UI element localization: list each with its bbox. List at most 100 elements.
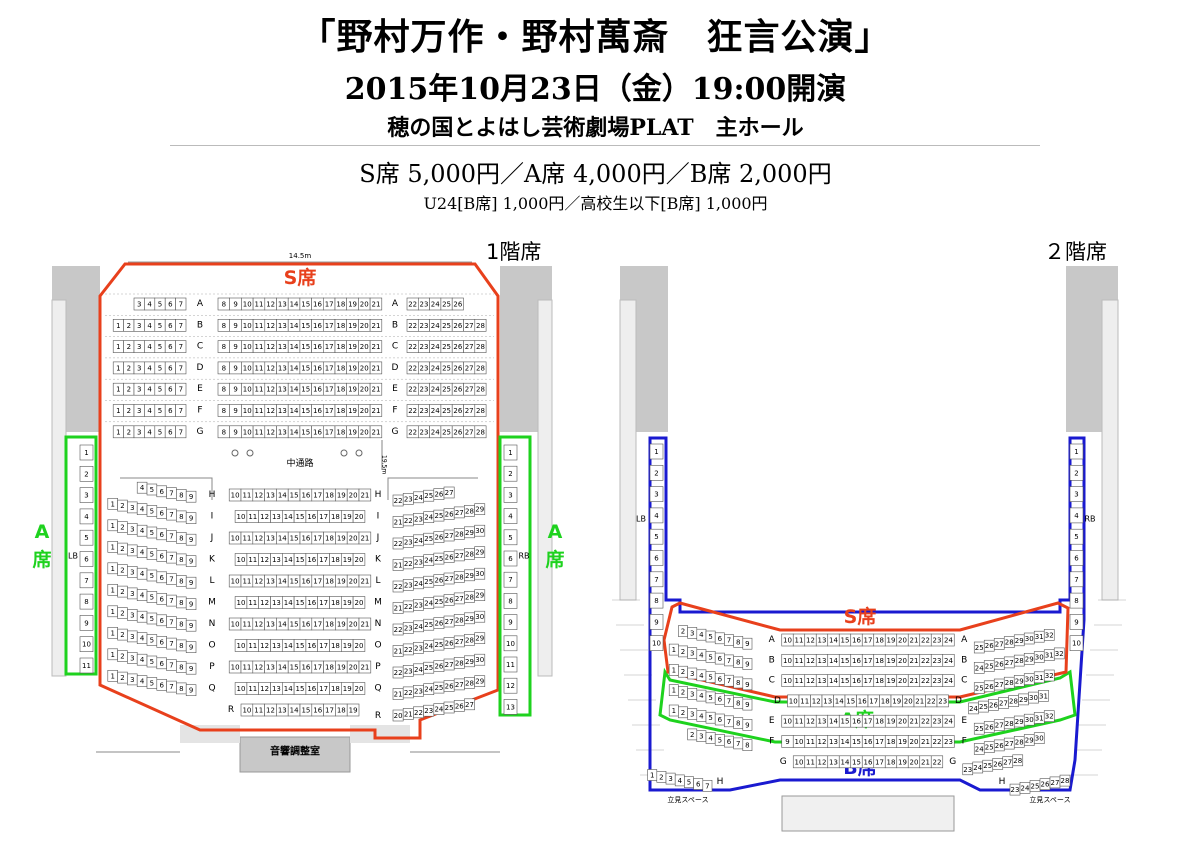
seat-number: 25 <box>442 364 451 372</box>
seat-number: 11 <box>795 657 804 665</box>
seat-number: 26 <box>453 322 462 330</box>
row-letter: N <box>209 619 216 629</box>
seat-number: 2 <box>654 469 658 477</box>
seat-number: 25 <box>434 641 443 649</box>
seat-number: 11 <box>248 599 257 607</box>
seat-number: 22 <box>408 301 417 309</box>
seat <box>474 503 486 516</box>
seat-number: 15 <box>296 513 305 521</box>
seat-number: 11 <box>248 642 257 650</box>
seat-number: 29 <box>1025 737 1034 745</box>
seat-number: 7 <box>736 740 740 748</box>
seat-number: 16 <box>301 664 310 672</box>
seat-number: 4 <box>654 512 659 520</box>
seat-number: 11 <box>254 343 263 351</box>
seat <box>742 678 753 691</box>
seat-number: 14 <box>290 322 299 330</box>
seat-number: 8 <box>84 598 88 606</box>
seat-number: 5 <box>508 534 512 542</box>
seat <box>369 425 383 439</box>
seat-number: 12 <box>806 718 815 726</box>
seat-number: 4 <box>699 631 704 639</box>
seat-number: 28 <box>1005 679 1014 687</box>
seat-number: 12 <box>266 707 275 715</box>
seat-number: 13 <box>818 677 827 685</box>
seat <box>79 444 94 461</box>
row-letter: F <box>769 737 774 747</box>
seat-number: 2 <box>690 731 694 739</box>
seat-number: 8 <box>179 642 183 650</box>
seat-number: 16 <box>864 738 873 746</box>
seat-number: 5 <box>158 301 162 309</box>
seat-number: 4 <box>84 513 89 521</box>
seat-number: 5 <box>150 680 154 688</box>
seat-number: 14 <box>841 758 850 766</box>
seat-number: 21 <box>910 637 919 645</box>
seat-number: 8 <box>222 386 226 394</box>
seat-number: 25 <box>975 644 984 652</box>
seat-number: 20 <box>349 578 358 586</box>
seat-number: 9 <box>745 640 749 648</box>
seat-number: 21 <box>915 697 924 705</box>
seat <box>358 660 372 674</box>
seat-number: 2 <box>120 610 124 618</box>
seat <box>1012 754 1024 767</box>
row-letter: R <box>228 705 234 715</box>
seat <box>742 658 753 670</box>
seat <box>79 572 94 589</box>
seat-number: 21 <box>394 562 403 570</box>
seat-number: 11 <box>248 685 257 693</box>
seat-number: 6 <box>168 343 173 351</box>
seat-number: 27 <box>455 638 464 646</box>
seat-number: 6 <box>168 386 173 394</box>
seat-number: 11 <box>254 407 263 415</box>
seat <box>474 546 486 559</box>
seat-number: 21 <box>360 664 369 672</box>
seat-number: 3 <box>699 733 703 741</box>
seat-number: 4 <box>140 484 145 492</box>
seat-number: 29 <box>465 658 474 666</box>
seat-number: 7 <box>727 698 731 706</box>
seat-number: 19 <box>337 621 346 629</box>
seat-number: 14 <box>290 301 299 309</box>
seat-number: 8 <box>222 407 226 415</box>
seat-number: 9 <box>189 622 193 630</box>
row-letter: B <box>961 655 967 665</box>
seat <box>79 657 94 674</box>
seat-number: 4 <box>147 301 152 309</box>
seat-number: 10 <box>242 707 251 715</box>
seat-number: 2 <box>1074 469 1078 477</box>
floor1-lb-label: LB <box>68 552 78 561</box>
seat-number: 19 <box>337 664 346 672</box>
row-letter: J <box>376 533 380 543</box>
seat-number: 4 <box>140 656 145 664</box>
seat-number: 3 <box>130 525 134 533</box>
seat-number: 19 <box>887 637 896 645</box>
seat-number: 16 <box>301 578 310 586</box>
seat-number: 10 <box>231 535 240 543</box>
seat-number: 15 <box>296 556 305 564</box>
seat-number: 30 <box>475 613 484 621</box>
seat-number: 10 <box>231 664 240 672</box>
seat-number: 25 <box>975 725 984 733</box>
seat-number: 26 <box>445 683 454 691</box>
seat-number: 10 <box>789 697 798 705</box>
seat-number: 22 <box>921 637 930 645</box>
seat-number: 13 <box>272 556 281 564</box>
seat-number: 9 <box>84 619 88 627</box>
seat-number: 19 <box>348 301 357 309</box>
floor1-s-zone-outline <box>98 262 500 740</box>
seat-number: 14 <box>829 657 838 665</box>
seat-number: 7 <box>179 407 183 415</box>
seat-number: 9 <box>189 644 193 652</box>
seat-number: 7 <box>169 683 173 691</box>
seat-number: 20 <box>898 657 907 665</box>
seat-number: 26 <box>985 723 994 731</box>
seat <box>503 635 518 652</box>
seat-number: 14 <box>835 697 844 705</box>
seat-number: 9 <box>233 386 237 394</box>
seat-number: 11 <box>795 718 804 726</box>
